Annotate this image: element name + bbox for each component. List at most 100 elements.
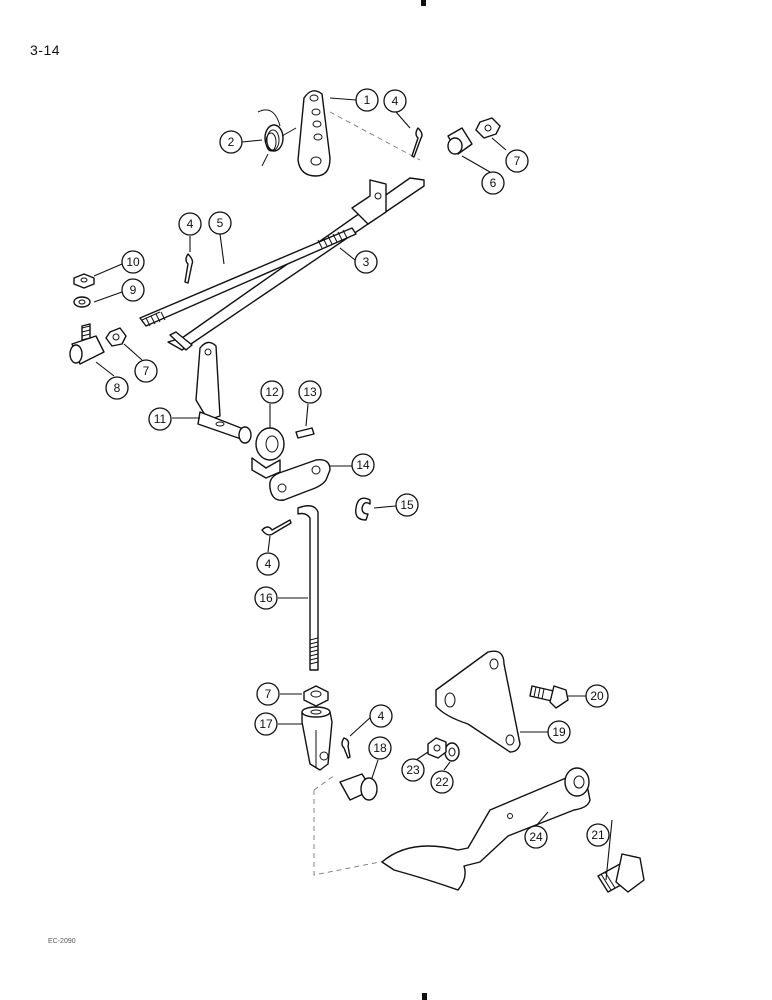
part-cotter-pin-bottom [341, 737, 351, 759]
leader-7b [123, 343, 143, 361]
top-edge-mark [421, 0, 426, 6]
callout-24: 24 [524, 825, 548, 849]
part-circlip [355, 497, 371, 521]
part-adjuster-block [69, 323, 105, 365]
callout-4-mid: 4 [178, 212, 202, 236]
leader-4c [267, 535, 271, 553]
part-bolt-large [597, 853, 645, 893]
part-spacer [447, 127, 473, 155]
svg-text:7: 7 [265, 687, 272, 701]
callout-13: 13 [298, 380, 322, 404]
callout-1: 1 [355, 88, 379, 112]
leader-4d [349, 715, 373, 737]
svg-text:6: 6 [490, 176, 497, 190]
svg-text:24: 24 [529, 830, 543, 844]
part-nut-top [475, 117, 501, 139]
callout-7-left: 7 [134, 359, 158, 383]
callout-15: 15 [395, 493, 419, 517]
svg-text:20: 20 [590, 689, 604, 703]
svg-text:19: 19 [552, 725, 566, 739]
callout-12: 12 [260, 380, 284, 404]
leader-22 [443, 761, 451, 771]
callout-22: 22 [430, 770, 454, 794]
page-number: 3-14 [30, 42, 61, 58]
assembly-line-2 [313, 790, 391, 876]
part-washer-22 [444, 742, 460, 762]
part-cotter-pin-top [411, 127, 423, 158]
part-roll-pin [295, 427, 315, 439]
leader-lines [93, 97, 613, 881]
leader-21 [605, 819, 613, 881]
part-washer-left [73, 296, 91, 308]
svg-text:14: 14 [356, 458, 370, 472]
svg-text:17: 17 [259, 717, 273, 731]
leader-24 [535, 811, 549, 827]
svg-text:13: 13 [303, 385, 317, 399]
assembly-line-1 [329, 111, 421, 161]
svg-text:21: 21 [591, 828, 605, 842]
svg-text:7: 7 [143, 364, 150, 378]
callout-9: 9 [121, 278, 145, 302]
leader-13 [305, 403, 309, 427]
part-link-plate [269, 459, 331, 501]
callout-23: 23 [401, 758, 425, 782]
part-clutch-pedal [381, 767, 591, 891]
callout-18: 18 [368, 736, 392, 760]
svg-text:12: 12 [265, 385, 279, 399]
leader-7a [491, 137, 507, 151]
leader-4a [395, 111, 411, 129]
callout-4-lower: 4 [256, 552, 280, 576]
svg-text:18: 18 [373, 741, 387, 755]
svg-text:4: 4 [187, 217, 194, 231]
part-cotter-pin-lower [261, 519, 292, 536]
svg-text:8: 8 [114, 381, 121, 395]
part-nut-23 [427, 737, 447, 759]
part-clevis [301, 706, 333, 771]
svg-text:23: 23 [406, 763, 420, 777]
callout-8: 8 [105, 376, 129, 400]
part-torsion-spring [257, 109, 297, 167]
leader-9 [93, 291, 123, 303]
leader-5 [219, 233, 225, 265]
svg-text:22: 22 [435, 775, 449, 789]
callout-14: 14 [351, 453, 375, 477]
leader-2 [241, 139, 263, 143]
part-cross-shaft-lever [195, 341, 252, 444]
leader-1 [329, 97, 357, 101]
callout-6: 6 [481, 171, 505, 195]
callout-16: 16 [254, 586, 278, 610]
part-lever-plate [297, 90, 331, 177]
figure-code: EC-2090 [48, 938, 76, 945]
leader-10 [93, 263, 123, 277]
svg-text:10: 10 [126, 255, 140, 269]
svg-text:9: 9 [130, 283, 137, 297]
leader-15 [373, 505, 397, 509]
part-nut-small [73, 273, 95, 289]
callout-3: 3 [354, 250, 378, 274]
part-nut-center [303, 685, 329, 707]
part-vertical-rod [297, 505, 319, 671]
svg-text:4: 4 [378, 709, 385, 723]
callout-4-bottom: 4 [369, 704, 393, 728]
bottom-edge-mark [422, 993, 427, 1000]
svg-text:11: 11 [154, 412, 167, 426]
leader-8 [95, 361, 115, 377]
svg-text:4: 4 [265, 557, 272, 571]
callout-10: 10 [121, 250, 145, 274]
svg-text:5: 5 [217, 216, 224, 230]
svg-text:4: 4 [392, 94, 399, 108]
svg-text:2: 2 [228, 135, 235, 149]
part-threaded-rod [139, 227, 357, 327]
svg-text:16: 16 [259, 591, 273, 605]
callout-17: 17 [254, 712, 278, 736]
leader-6 [461, 155, 491, 173]
callout-4-top: 4 [383, 89, 407, 113]
callout-20: 20 [585, 684, 609, 708]
part-shift-rod [167, 177, 425, 351]
svg-text:1: 1 [364, 93, 371, 107]
callout-21: 21 [586, 823, 610, 847]
callouts: 1 2 3 4 4 4 4 5 6 7 7 7 8 9 10 11 12 13 … [105, 88, 610, 849]
part-nut-left [105, 327, 127, 347]
leader-23 [415, 751, 429, 761]
